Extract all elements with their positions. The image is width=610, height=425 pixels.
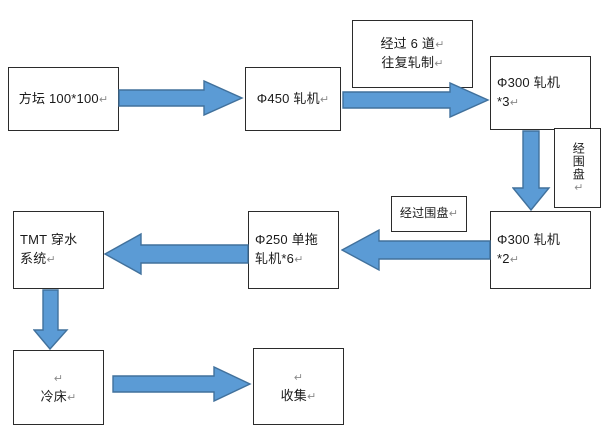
- collection-line-1: 收集↵: [280, 387, 317, 403]
- paragraph-mark: ↵: [319, 93, 330, 106]
- through-loop-note-line-0: 经过围盘↵: [399, 206, 459, 221]
- six-pass-note-box[interactable]: 经过 6 道↵ 往复轧制↵: [352, 20, 473, 88]
- mill-450-box-line-0: Φ450 轧机↵: [256, 90, 330, 106]
- mill-300-x3-line-0: Φ300 轧机: [497, 75, 561, 91]
- billet-box[interactable]: 方坛 100*100↵: [8, 67, 119, 131]
- arrow-coolingbed-to-collect: [112, 365, 252, 403]
- paragraph-mark: ↵: [509, 96, 520, 109]
- arrow-mill300x3-to-mill300x2: [512, 130, 552, 212]
- cooling-bed-box[interactable]: ↵ 冷床↵: [13, 350, 104, 425]
- mill-300-x2-box[interactable]: Φ300 轧机 *2↵: [490, 211, 591, 289]
- paragraph-mark: ↵: [435, 39, 445, 52]
- arrow-mill250-to-tmt: [104, 232, 249, 276]
- paragraph-mark: ↵: [53, 372, 64, 385]
- loop-coil-vertical-line-0: 经围盘↵: [571, 141, 586, 195]
- through-loop-note-box[interactable]: 经过围盘↵: [391, 196, 467, 232]
- paragraph-mark: ↵: [46, 253, 56, 266]
- arrow-mill300x2-to-mill250: [341, 228, 491, 272]
- billet-box-line-0: 方坛 100*100↵: [18, 90, 109, 106]
- mill-300-x3-box[interactable]: Φ300 轧机 *3↵: [490, 56, 591, 130]
- paragraph-mark: ↵: [98, 93, 109, 106]
- tmt-line-1: 系统↵: [20, 250, 56, 266]
- tmt-line-0: TMT 穿水: [20, 232, 78, 248]
- paragraph-mark: ↵: [572, 180, 585, 195]
- collection-line-0: ↵: [260, 368, 337, 387]
- loop-coil-vertical-box[interactable]: 经围盘↵: [554, 128, 601, 208]
- tmt-water-cooling-box[interactable]: TMT 穿水 系统↵: [13, 211, 104, 289]
- cooling-bed-line-0: ↵: [20, 369, 97, 388]
- mill-300-x2-line-0: Φ300 轧机: [497, 232, 561, 248]
- mill-250-line-0: Φ250 单拖: [255, 232, 319, 248]
- paragraph-mark: ↵: [448, 208, 459, 221]
- paragraph-mark: ↵: [294, 253, 304, 266]
- mill-250-line-1: 轧机*6↵: [255, 250, 304, 266]
- paragraph-mark: ↵: [434, 58, 444, 70]
- paragraph-mark: ↵: [306, 390, 317, 403]
- six-pass-note-line-1: 往复轧制↵: [381, 55, 444, 70]
- arrow-billet-to-mill450: [118, 79, 244, 117]
- six-pass-note-line-0: 经过 6 道↵: [380, 36, 445, 52]
- mill-300-x2-line-1: *2↵: [497, 250, 520, 266]
- mill-450-box[interactable]: Φ450 轧机↵: [245, 67, 341, 131]
- arrow-tmt-to-coolingbed: [33, 289, 69, 351]
- arrow-mill450-to-mill300x3: [342, 81, 490, 119]
- paragraph-mark: ↵: [509, 253, 520, 266]
- collection-box[interactable]: ↵ 收集↵: [253, 348, 344, 425]
- mill-250-single-drive-box[interactable]: Φ250 单拖 轧机*6↵: [248, 211, 339, 289]
- paragraph-mark: ↵: [293, 371, 304, 384]
- cooling-bed-line-1: 冷床↵: [40, 388, 77, 404]
- mill-300-x3-line-1: *3↵: [497, 93, 520, 109]
- paragraph-mark: ↵: [66, 391, 77, 404]
